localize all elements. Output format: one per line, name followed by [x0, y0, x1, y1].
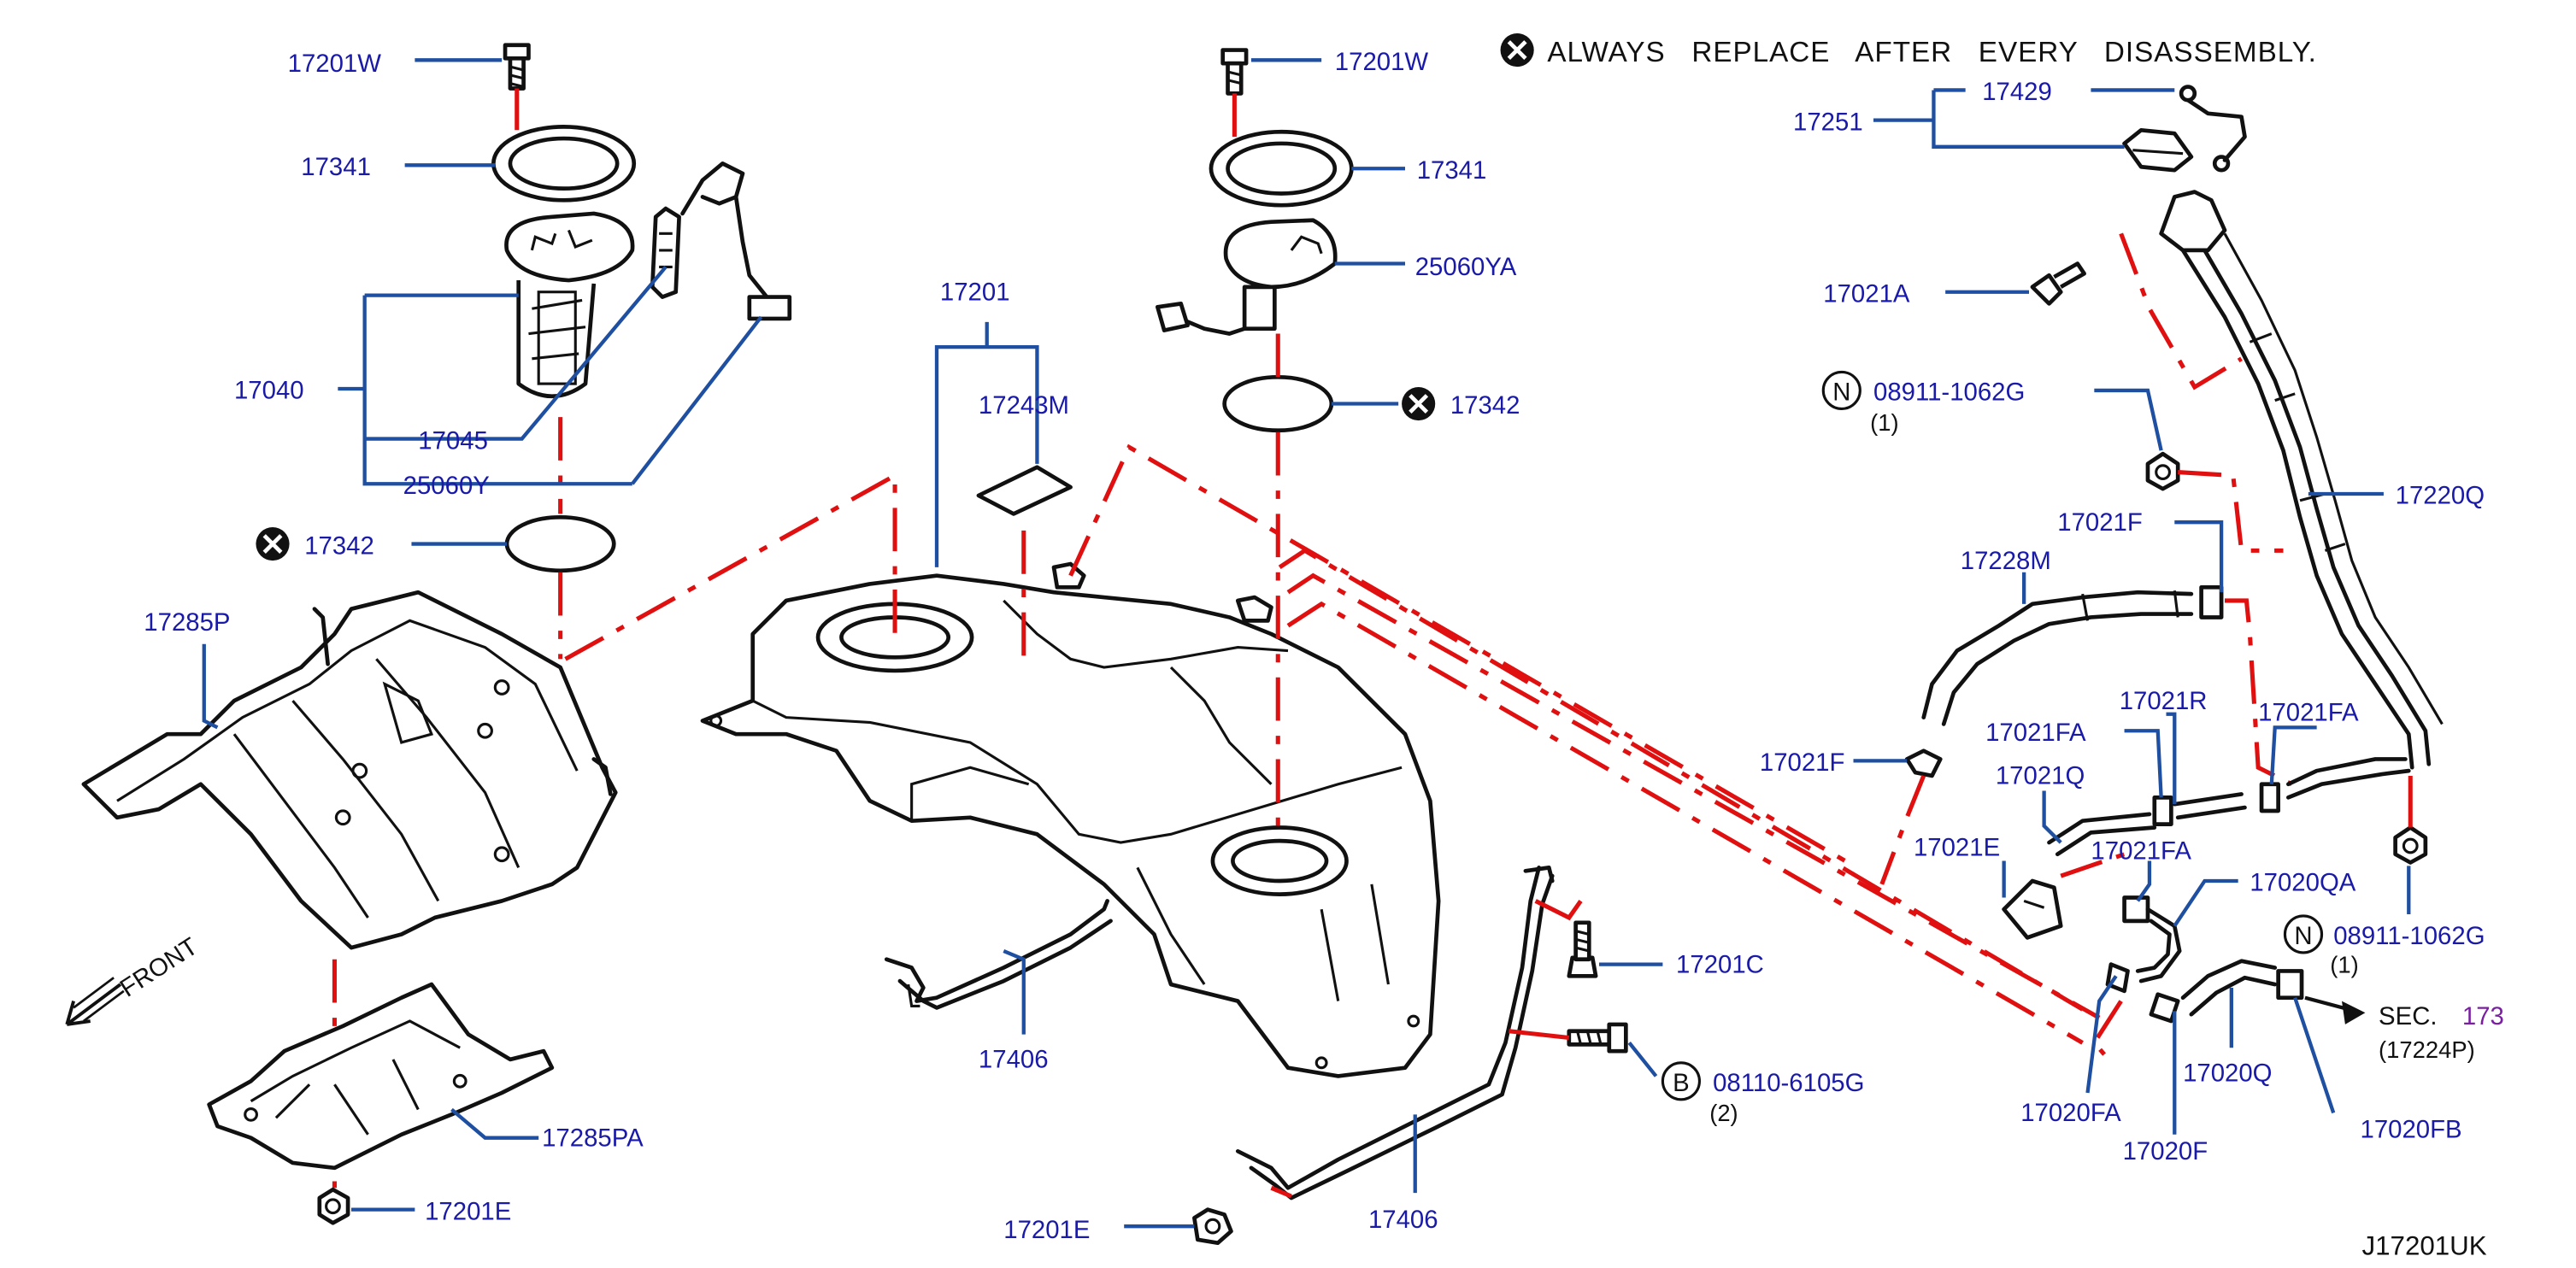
o-ring-17342-right — [1222, 374, 1334, 433]
replace-note-text: ALWAYS REPLACE AFTER EVERY DISASSEMBLY. — [1547, 37, 2317, 68]
label-17021fa-b: 17021FA — [2258, 699, 2359, 727]
nut-08911-b — [2393, 825, 2428, 865]
label-17040: 17040 — [234, 377, 304, 405]
label-17243m: 17243M — [979, 391, 1069, 420]
left-pump-assembly — [491, 43, 792, 660]
hose-17021r — [2152, 757, 2411, 826]
label-17021f-left: 17021F — [1760, 748, 1845, 777]
diagram-code: J17201UK — [2361, 1230, 2486, 1260]
label-17228m: 17228M — [1961, 547, 2051, 575]
harness-25060y — [680, 161, 792, 321]
section-ref-sub: (17224P) — [2379, 1036, 2475, 1063]
label-17341-right: 17341 — [1417, 156, 1487, 185]
label-17021f-top: 17021F — [2057, 508, 2143, 537]
label-17021fa-a: 17021FA — [1985, 719, 2086, 747]
label-17201e-right: 17201E — [1003, 1216, 1090, 1244]
label-17020f: 17020F — [2123, 1137, 2208, 1165]
hose-17021q — [2047, 812, 2157, 857]
label-17021q: 17021Q — [1996, 762, 2085, 790]
label-17406-left: 17406 — [979, 1046, 1049, 1074]
nut-08911-a — [2145, 451, 2180, 491]
clamp-17021f-b — [1904, 748, 1943, 778]
hose-17020qa — [2122, 895, 2182, 983]
filler-tube-17220q — [2159, 190, 2444, 770]
label-17285pa: 17285PA — [542, 1124, 644, 1152]
replace-note: ALWAYS REPLACE AFTER EVERY DISASSEMBLY. — [1500, 33, 2317, 68]
bolt-08110 — [1567, 1022, 1628, 1054]
n-mark-a-text: N — [1832, 379, 1850, 407]
label-17342-right: 17342 — [1450, 391, 1520, 420]
heat-shield-17285pa — [207, 982, 555, 1171]
label-17429: 17429 — [1982, 78, 2052, 106]
label-08911-b-qty: (1) — [2330, 951, 2358, 977]
label-17045: 17045 — [418, 426, 488, 455]
center-pump-assembly — [1155, 48, 1354, 835]
bracket-17021e — [2002, 878, 2063, 940]
ring-17341-right — [1209, 129, 1354, 208]
arrow-right-icon — [2342, 1001, 2366, 1024]
leader-lines — [202, 58, 2411, 1229]
label-17020q: 17020Q — [2183, 1059, 2272, 1087]
label-17406-right: 17406 — [1368, 1206, 1438, 1234]
label-17220q: 17220Q — [2396, 482, 2485, 510]
label-17020qa: 17020QA — [2250, 869, 2355, 897]
label-17201e-left: 17201E — [425, 1197, 511, 1225]
bolt-17021a — [2030, 261, 2086, 306]
bolt-17201w-left — [503, 43, 531, 91]
label-25060ya: 25060YA — [1415, 253, 1517, 281]
label-25060y: 25060Y — [403, 472, 490, 500]
section-ref-prefix: SEC. — [2379, 1002, 2438, 1030]
label-17251: 17251 — [1793, 108, 1863, 136]
label-08110-6105g: 08110-6105G — [1713, 1069, 1864, 1097]
n-mark-a: N — [1821, 370, 1861, 410]
label-17341-left: 17341 — [301, 153, 371, 181]
b-mark: B — [1661, 1061, 1702, 1101]
filler-cap-17251 — [2122, 85, 2247, 173]
label-08110-qty: (2) — [1709, 1100, 1738, 1126]
label-17021a: 17021A — [1823, 279, 1910, 308]
pad-17243m — [976, 465, 1073, 516]
fuel-pump-17040 — [504, 211, 635, 399]
n-mark-b-text: N — [2294, 922, 2312, 950]
bolt-17201w-right — [1220, 48, 1249, 96]
label-17201w-left: 17201W — [288, 50, 382, 78]
tank-strap-17406-left — [884, 899, 1113, 1010]
nut-17201e-left — [317, 1187, 350, 1225]
label-17201w-right: 17201W — [1335, 48, 1429, 76]
label-17020fa: 17020FA — [2020, 1099, 2121, 1127]
b-mark-text: B — [1673, 1069, 1690, 1097]
label-17021e: 17021E — [1914, 834, 2000, 862]
label-08911-1062g-b: 08911-1062G — [2333, 922, 2485, 950]
nut-17201e-right — [1192, 1207, 1233, 1246]
front-label: FRONT — [115, 932, 203, 1003]
bolt-17201c — [1567, 920, 1598, 978]
o-ring-17342-left — [504, 514, 616, 573]
front-arrow — [65, 977, 125, 1026]
label-17285p: 17285P — [144, 608, 230, 637]
label-17201c: 17201C — [1676, 950, 1764, 978]
sender-unit-25060ya — [1155, 218, 1338, 336]
label-17342-left: 17342 — [304, 531, 374, 560]
label-08911-a-qty: (1) — [1870, 409, 1898, 436]
ring-17341-left — [491, 125, 637, 203]
label-08911-1062g-a: 08911-1062G — [1873, 379, 2025, 407]
hose-17020q — [2105, 959, 2304, 1024]
label-17021r: 17021R — [2120, 687, 2208, 715]
hose-17228m — [1921, 590, 2194, 726]
fuel-tank-17201 — [700, 561, 1441, 1078]
part-labels: 17201W 17341 17040 17045 25060Y 17342 17… — [144, 48, 2504, 1260]
label-17021fa-c: 17021FA — [2091, 837, 2191, 866]
label-17020fb: 17020FB — [2361, 1116, 2462, 1144]
label-17201: 17201 — [940, 279, 1010, 307]
section-ref-number: 173 — [2462, 1002, 2504, 1030]
sender-unit-17045 — [650, 206, 681, 299]
x-mark-17342-left — [256, 527, 290, 561]
heat-shield-17285p — [81, 590, 618, 950]
n-mark-b: N — [2283, 914, 2324, 954]
clamp-17021f-a — [2199, 584, 2224, 619]
x-mark-17342-right — [1402, 387, 1436, 421]
